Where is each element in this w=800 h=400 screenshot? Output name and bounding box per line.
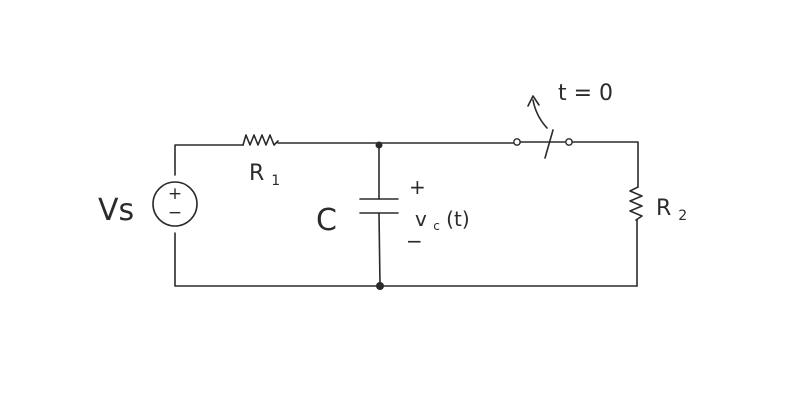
vc-label-sub: c xyxy=(433,219,440,233)
wire-top-right xyxy=(571,141,639,188)
vc-minus-label: − xyxy=(406,229,423,253)
resistor-r1 xyxy=(242,134,279,146)
source-label-text: Vs xyxy=(98,193,134,228)
r1-label-sub: 1 xyxy=(271,173,280,189)
source-minus-sign: − xyxy=(168,203,182,223)
vc-label: v c (t) xyxy=(415,207,470,235)
r2-label-main: R xyxy=(656,196,671,221)
r1-label-main: R xyxy=(249,161,264,186)
vc-label-main: v xyxy=(415,207,427,231)
switch-time-label: t = 0 xyxy=(558,81,613,106)
r1-label: R 1 xyxy=(249,161,280,189)
switch-blade xyxy=(519,129,566,159)
vc-plus-label: + xyxy=(409,175,426,199)
capacitor-label: C xyxy=(316,203,337,238)
resistor-r2 xyxy=(629,186,643,221)
vc-label-arg: (t) xyxy=(446,207,469,231)
voltage-source xyxy=(152,181,198,227)
r2-label: R 2 xyxy=(656,196,687,224)
switch-arrowhead xyxy=(527,95,540,107)
wire-bottom xyxy=(174,232,638,287)
wire-left-top xyxy=(174,144,244,176)
switch-arrow xyxy=(532,99,548,129)
source-label: Vs xyxy=(98,193,134,228)
r2-label-sub: 2 xyxy=(678,208,687,224)
source-plus-sign: + xyxy=(168,184,182,204)
capacitor-lead-bottom xyxy=(378,212,381,287)
